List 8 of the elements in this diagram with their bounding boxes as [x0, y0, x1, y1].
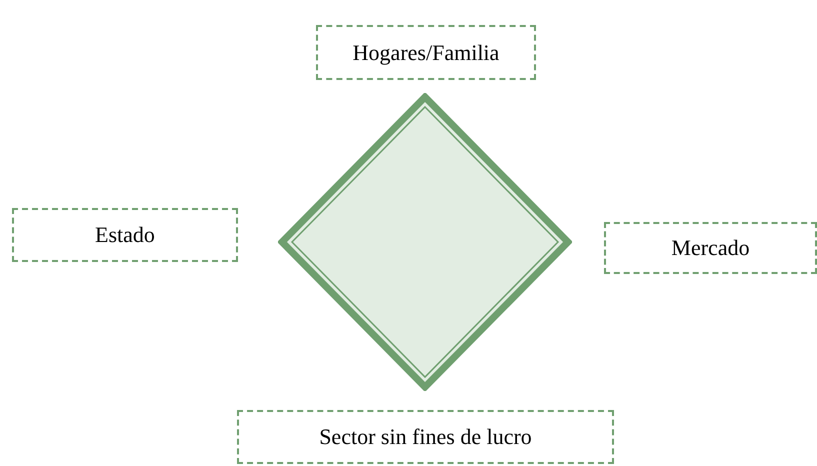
node-label: Hogares/Familia — [352, 38, 500, 66]
dashed-box — [12, 208, 238, 262]
dashed-box — [237, 410, 614, 464]
dashed-box — [604, 222, 817, 274]
node-label: Estado — [95, 221, 155, 249]
dashed-box — [316, 25, 536, 80]
node-label: Sector sin fines de lucro — [319, 423, 532, 451]
node-label: Mercado — [671, 234, 750, 262]
